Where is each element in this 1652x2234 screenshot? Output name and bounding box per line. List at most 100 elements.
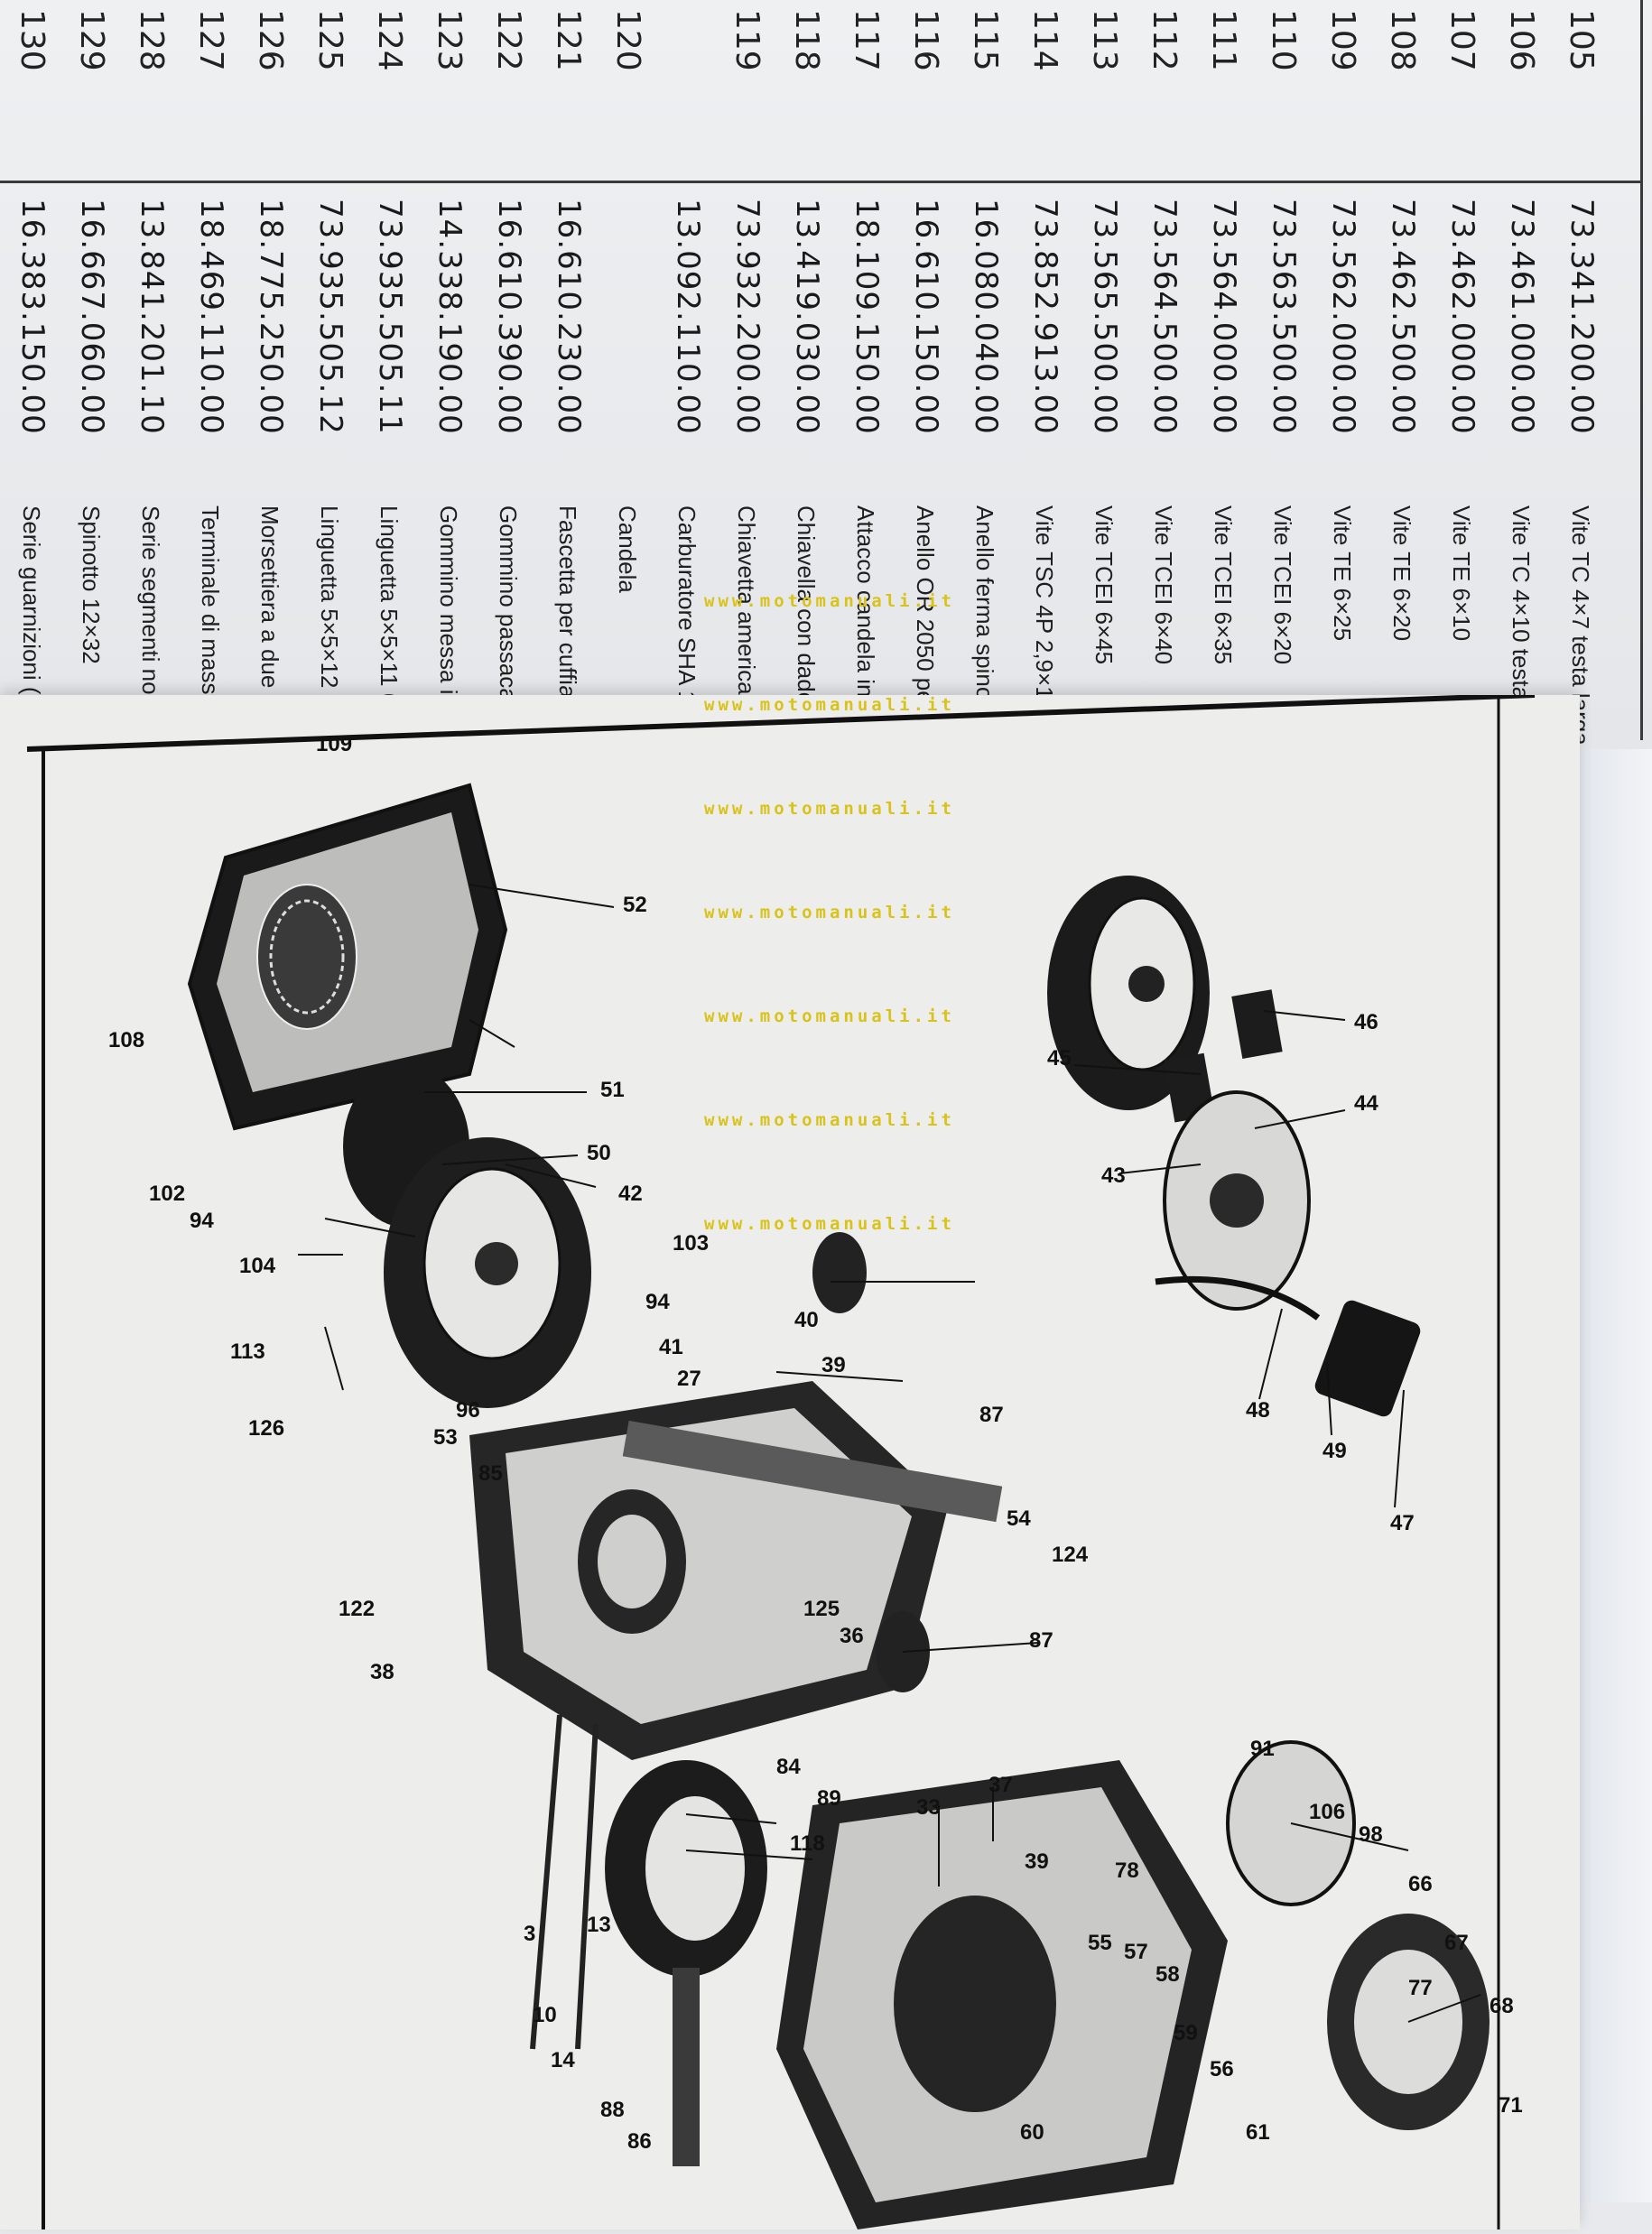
part-code: 18.469.110.00 (193, 199, 229, 435)
part-description: Vite TCEI 6×45 (1091, 505, 1118, 665)
watermark: www.motomanuali.it (704, 799, 955, 819)
callout-85: 85 (478, 1461, 503, 1486)
callout-59: 59 (1174, 2021, 1198, 2045)
callout-53: 53 (433, 1425, 458, 1450)
part-number: 120 (609, 9, 646, 71)
callout-27: 27 (677, 1367, 701, 1391)
callout-94: 94 (190, 1209, 214, 1233)
callout-122: 122 (339, 1597, 375, 1621)
part-description: Vite TSC 4P 2,9×13 (1031, 505, 1058, 713)
part-code: 73.564.000.00 (1206, 199, 1242, 435)
callout-102: 102 (149, 1182, 185, 1206)
callout-38: 38 (370, 1660, 394, 1684)
part-code: 16.667.060.00 (74, 199, 110, 435)
part-description: Vite TCEI 6×40 (1150, 505, 1177, 665)
callout-57: 57 (1124, 1940, 1148, 1964)
callout-96: 96 (456, 1398, 480, 1423)
callout-109: 109 (316, 732, 352, 756)
part-description: Vite TE 6×20 (1388, 505, 1415, 642)
part-number: 129 (73, 9, 110, 71)
callout-33: 33 (916, 1795, 941, 1820)
part-code: 73.562.000.00 (1325, 199, 1361, 435)
callout-43: 43 (1101, 1163, 1126, 1188)
callout-45: 45 (1047, 1046, 1072, 1071)
part-number: 130 (14, 9, 51, 71)
callout-14: 14 (551, 2048, 575, 2072)
part-number: 113 (1086, 9, 1123, 71)
callout-40: 40 (794, 1308, 819, 1332)
part-code: 14.338.190.00 (432, 199, 468, 435)
callout-52: 52 (623, 893, 647, 917)
part-number: 126 (252, 9, 289, 71)
watermark: www.motomanuali.it (704, 695, 955, 715)
callout-39: 39 (821, 1353, 846, 1377)
part-number: 123 (431, 9, 468, 71)
callout-125: 125 (803, 1597, 840, 1621)
part-code: 73.341.200.00 (1564, 199, 1600, 435)
part-description: Vite TE 6×10 (1448, 505, 1475, 642)
part-code: 73.852.913.00 (1027, 199, 1063, 435)
part-code: 16.383.150.00 (14, 199, 51, 435)
part-number: 112 (1146, 9, 1183, 71)
callout-54: 54 (1007, 1506, 1031, 1531)
callout-36: 36 (840, 1624, 864, 1648)
part-number: 119 (729, 9, 766, 71)
part-number: 124 (371, 9, 408, 71)
callout-88: 88 (600, 2098, 625, 2122)
callout-42: 42 (618, 1182, 643, 1206)
part-number: 118 (788, 9, 825, 71)
callout-104: 104 (239, 1254, 276, 1278)
part-number: 128 (133, 9, 170, 71)
callout-126: 126 (248, 1416, 284, 1441)
part-number: 111 (1205, 9, 1242, 71)
part-description: Terminale di massa (197, 505, 224, 708)
table-top-rule (1640, 0, 1643, 740)
callout-47: 47 (1390, 1511, 1415, 1535)
part-description: Vite TE 6×25 (1329, 505, 1356, 642)
callout-56: 56 (1210, 2057, 1234, 2081)
callout-13: 13 (587, 1913, 611, 1937)
part-number: 122 (490, 9, 527, 71)
callout-60: 60 (1020, 2120, 1044, 2145)
callout-66: 66 (1408, 1872, 1433, 1896)
part-code: 73.935.505.12 (312, 199, 348, 435)
callout-103: 103 (673, 1231, 709, 1256)
part-code: 16.610.390.00 (491, 199, 527, 435)
part-code: 73.462.000.00 (1444, 199, 1480, 435)
callout-87: 87 (979, 1403, 1004, 1427)
part-description: Vite TCEI 6×20 (1269, 505, 1296, 665)
callout-44: 44 (1354, 1091, 1378, 1116)
callout-61: 61 (1246, 2120, 1270, 2145)
callout-58: 58 (1155, 1962, 1180, 1987)
callout-48: 48 (1246, 1398, 1270, 1423)
exploded-diagram-page: 46 45 44 43 48 49 47 52 51 50 42 108 102… (0, 591, 1580, 2229)
callout-86: 86 (627, 2129, 652, 2154)
callout-37: 37 (988, 1773, 1013, 1797)
watermark: www.motomanuali.it (704, 1214, 955, 1234)
callout-89: 89 (817, 1786, 841, 1811)
part-number: 105 (1563, 9, 1600, 71)
callout-94-b: 94 (645, 1290, 670, 1314)
part-number: 117 (848, 9, 885, 71)
part-number: 110 (1265, 9, 1302, 71)
callout-46: 46 (1354, 1010, 1378, 1034)
part-number: 115 (967, 9, 1004, 71)
part-code: 73.564.500.00 (1146, 199, 1183, 435)
callout-84: 84 (776, 1755, 801, 1779)
